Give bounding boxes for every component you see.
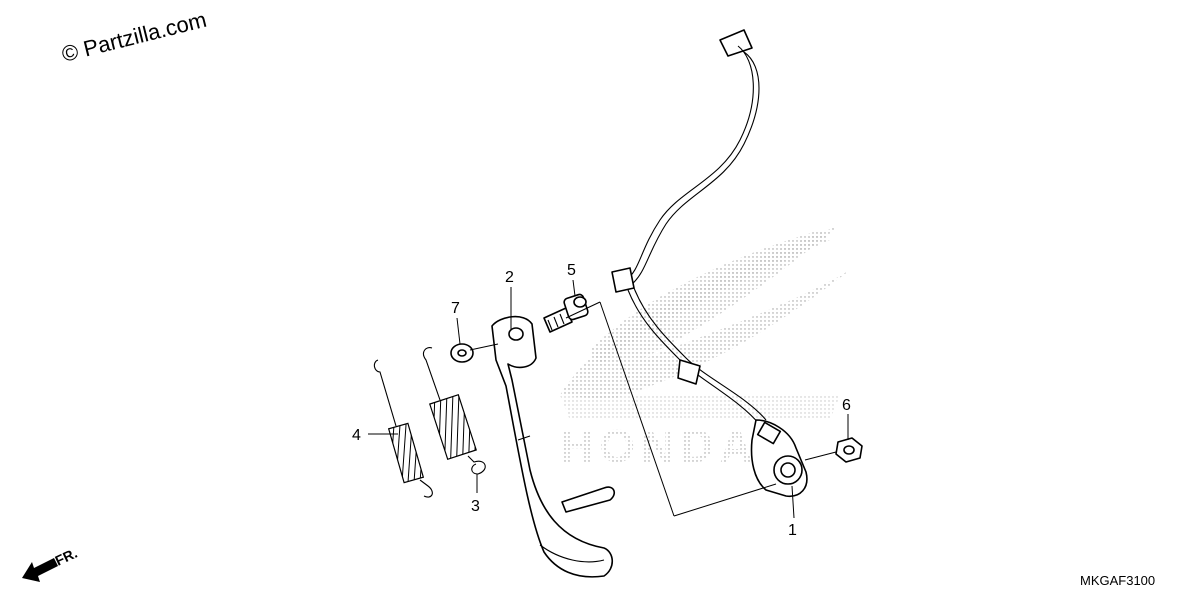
callout-5[interactable]: 5 bbox=[567, 262, 576, 279]
side-stand-spring-inner[interactable] bbox=[373, 359, 433, 498]
honda-logo-text: HONDA bbox=[560, 420, 759, 472]
callout-2[interactable]: 2 bbox=[505, 269, 514, 286]
callout-7[interactable]: 7 bbox=[451, 300, 460, 317]
side-stand-switch[interactable] bbox=[611, 29, 808, 497]
callout-1[interactable]: 1 bbox=[788, 522, 797, 539]
washer[interactable] bbox=[450, 343, 474, 363]
honda-wing-logo: HONDA bbox=[560, 225, 850, 472]
callout-4[interactable]: 4 bbox=[352, 427, 361, 444]
front-direction-indicator: FR. bbox=[22, 545, 80, 582]
pivot-bolt[interactable] bbox=[543, 293, 589, 333]
front-label: FR. bbox=[53, 545, 80, 569]
diagram-code: MKGAF3100 bbox=[1080, 573, 1155, 588]
leader-lines bbox=[368, 279, 849, 519]
nut[interactable] bbox=[835, 437, 863, 463]
side-stand-spring-outer[interactable] bbox=[423, 347, 486, 475]
side-stand[interactable] bbox=[491, 315, 616, 578]
callout-3[interactable]: 3 bbox=[471, 498, 480, 515]
watermark-text: © Partzilla.com bbox=[59, 7, 209, 67]
front-arrow-icon bbox=[22, 558, 58, 582]
callout-6[interactable]: 6 bbox=[842, 397, 851, 414]
